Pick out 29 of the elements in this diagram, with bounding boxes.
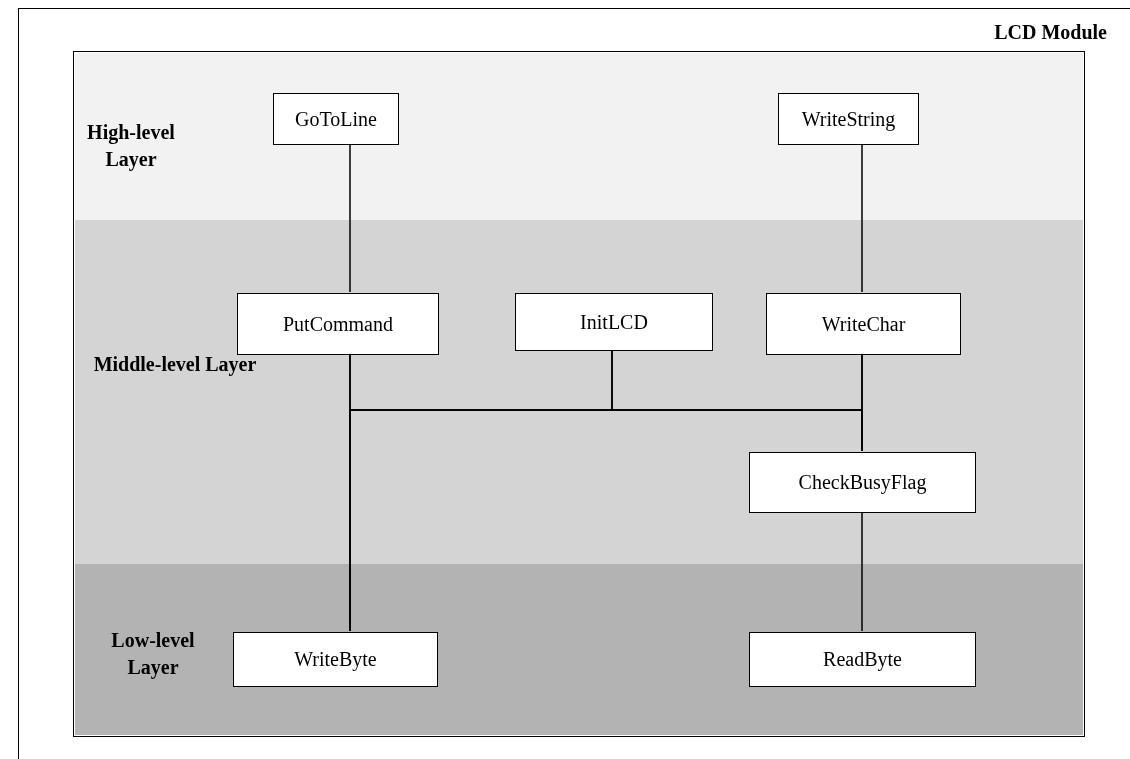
function-name: WriteChar xyxy=(821,312,906,336)
function-name: CheckBusyFlag xyxy=(798,471,927,494)
layer-band xyxy=(75,53,1083,220)
layer-label: Middle-level Layer xyxy=(93,352,257,378)
function-name: WriteByte xyxy=(294,648,377,671)
connector-line xyxy=(349,143,351,293)
function-name: WriteString xyxy=(801,107,896,131)
connector-line xyxy=(861,511,863,632)
function-box xyxy=(233,632,438,687)
function-box xyxy=(515,293,713,351)
connector-line xyxy=(611,349,863,452)
connector-line xyxy=(861,143,863,293)
layer-label: High-level Layer xyxy=(86,120,176,173)
function-box xyxy=(237,293,439,355)
function-name: GoToLine xyxy=(295,107,377,131)
module-frame xyxy=(18,8,1130,759)
function-box xyxy=(766,293,961,355)
function-box xyxy=(273,93,399,145)
function-box xyxy=(749,452,976,513)
function-name: InitLCD xyxy=(580,310,648,334)
connector-line xyxy=(349,353,863,632)
layer-band xyxy=(75,564,1083,735)
layer-label: Low-level Layer xyxy=(110,628,196,681)
layer-band xyxy=(75,220,1083,564)
function-name: ReadByte xyxy=(823,648,902,671)
module-title: LCD Module xyxy=(994,21,1107,44)
function-box xyxy=(749,632,976,687)
function-name: PutCommand xyxy=(283,312,393,336)
function-box xyxy=(778,93,919,145)
